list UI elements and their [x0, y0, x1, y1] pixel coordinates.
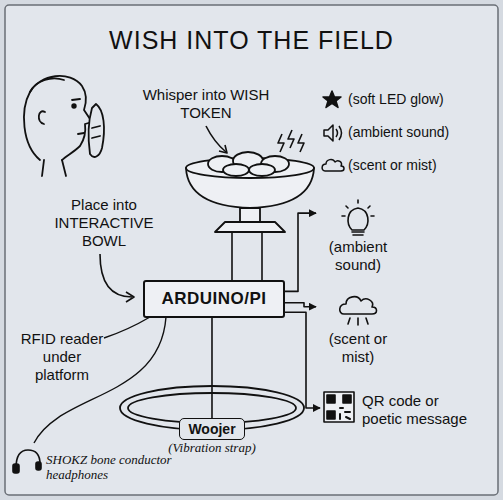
strap-device: Woojer(Vibration strap): [166, 418, 258, 455]
face-illustration-part: [30, 79, 64, 93]
controller-box: ARDUINO/PI: [143, 280, 284, 318]
bowl-wires: [232, 232, 262, 280]
bowl-arrow-part: [100, 254, 132, 297]
node-text: Woojer: [166, 418, 258, 440]
output-icons-part: [342, 200, 374, 216]
interactive-bowl-part: [223, 164, 249, 176]
output-icons-part: [343, 395, 351, 403]
output-icons-part: [352, 232, 364, 235]
output-icons-part: [348, 318, 368, 325]
output-icons-part: [340, 297, 377, 314]
output-icons-part: [324, 392, 354, 422]
headphones-icon-part: [13, 464, 19, 473]
connector-line: [285, 312, 320, 408]
whisper-arrow-part: [206, 126, 226, 152]
interactive-bowl-part: [249, 164, 275, 176]
legend-icons-part: [322, 160, 344, 171]
face-illustration: [24, 76, 104, 176]
output-item: (scent or mist): [316, 290, 400, 366]
output-icons-part: [340, 408, 350, 419]
face-illustration-part: [24, 76, 92, 160]
output-icons: [324, 200, 377, 422]
bowl-arrow-part: [126, 292, 134, 302]
bowl-arrow: [100, 254, 134, 302]
rfid-leader-part: [104, 317, 150, 338]
node-text: (scent or mist): [316, 330, 400, 366]
headphones-icon: [13, 450, 41, 473]
face-illustration-part: [89, 104, 104, 157]
legend-text: (soft LED glow): [348, 91, 444, 107]
output-item: QR code or poetic message: [320, 388, 480, 428]
device-box: Woojer: [179, 418, 244, 440]
handwritten-label: SHOKZ bone conductor headphones: [46, 452, 186, 482]
lightning-marks: [278, 130, 304, 152]
instruction-label: Whisper into WISH TOKEN: [142, 86, 270, 122]
connector-line: [211, 318, 213, 418]
node-text: QR code or poetic message: [362, 392, 480, 428]
output-item: (ambient sound): [316, 196, 400, 274]
whisper-arrow: [206, 126, 227, 153]
legend-text: (scent or mist): [348, 157, 437, 173]
legend-entry: (soft LED glow): [348, 91, 444, 108]
interactive-bowl: [186, 152, 314, 232]
card-background: [5, 5, 498, 495]
lightning-marks-part: [278, 134, 284, 152]
interactive-bowl-part: [215, 222, 285, 232]
part-label: RFID reader under platform: [14, 330, 110, 384]
face-illustration-part: [78, 133, 84, 134]
bowl-wires-part: [261, 232, 263, 280]
lightning-marks-part: [288, 130, 294, 148]
instruction-label: Place into INTERACTIVE BOWL: [48, 196, 160, 250]
legend-entry: (scent or mist): [348, 157, 437, 174]
lightning-marks-part: [298, 134, 304, 152]
legend-icons-part: [324, 125, 333, 141]
output-icons-part: [348, 208, 368, 230]
legend-icons-part: [336, 126, 342, 140]
face-illustration-part: [39, 111, 45, 124]
face-illustration-part: [42, 160, 66, 176]
connector-line: [285, 213, 316, 291]
bowl-wires-part: [231, 232, 233, 280]
legend-text: (ambient sound): [348, 124, 449, 140]
face-illustration-part: [72, 99, 80, 100]
connector-line: [285, 303, 316, 307]
whisper-arrow-part: [219, 145, 227, 153]
rfid-leader: [104, 317, 150, 338]
headphones-icon-part: [36, 462, 41, 470]
node-text: ARDUINO/PI: [143, 280, 284, 318]
legend-entry: (ambient sound): [348, 124, 449, 141]
output-icons-part: [327, 395, 335, 403]
interactive-bowl-part: [240, 208, 260, 222]
legend-icons-part: [323, 91, 341, 108]
node-subtext: (Vibration strap): [166, 440, 258, 455]
face-illustration-part: [72, 104, 76, 108]
face-illustration-part: [92, 126, 100, 138]
diagram-title: WISH INTO THE FIELD: [0, 26, 503, 55]
output-icons-part: [327, 411, 335, 419]
node-text: (ambient sound): [316, 238, 400, 274]
legend-icons: [322, 91, 344, 171]
